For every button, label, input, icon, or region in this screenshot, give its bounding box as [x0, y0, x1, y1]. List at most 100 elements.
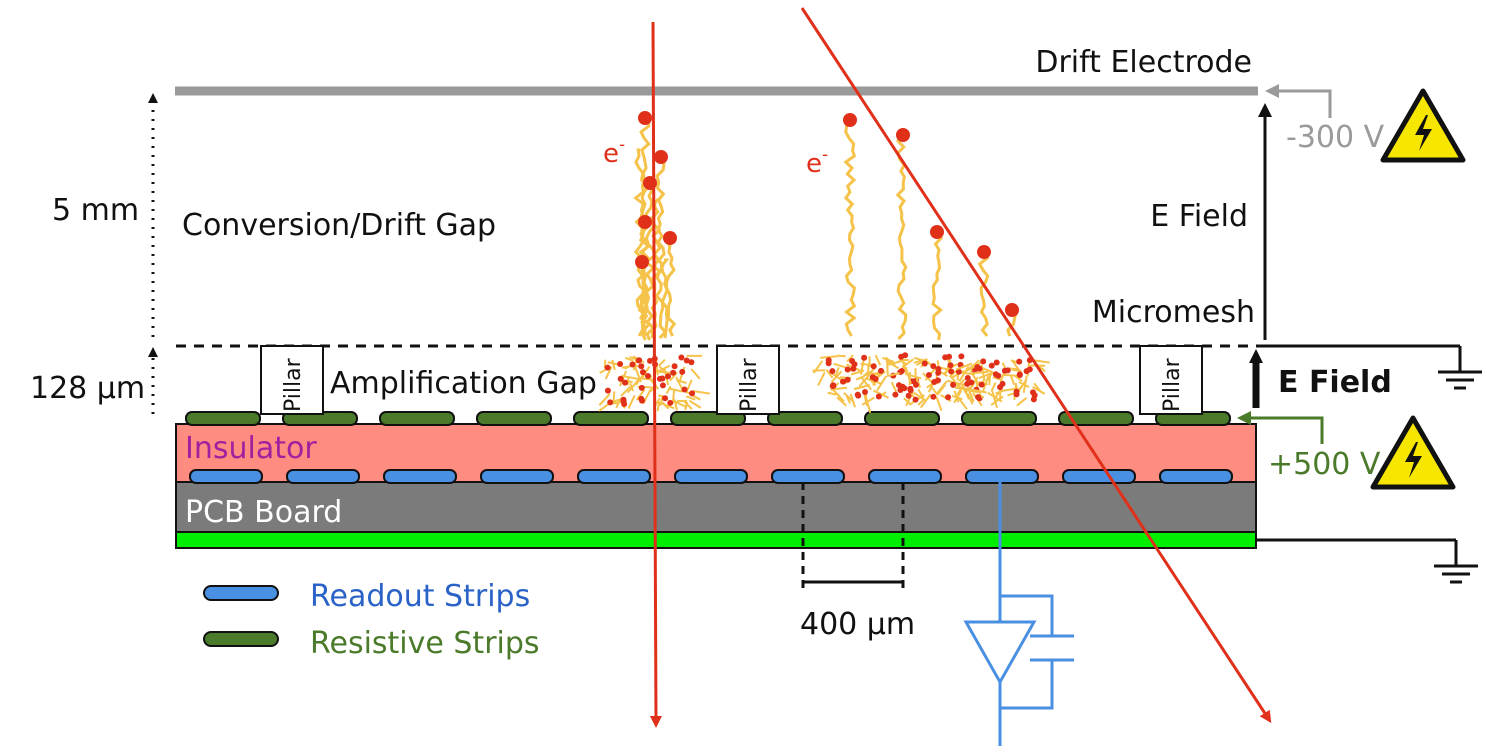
avalanche-track [873, 389, 889, 399]
avalanche-electron [638, 384, 645, 391]
drift-voltage-connector [1265, 84, 1332, 118]
avalanche-track [1018, 381, 1030, 388]
avalanche-track [935, 380, 948, 396]
e-field-amp-label: E Field [1278, 365, 1392, 400]
avalanche-electron [861, 389, 868, 396]
amplification-gap-label: Amplification Gap [330, 366, 597, 401]
readout-strip [577, 469, 651, 484]
resistive-strip [961, 411, 1037, 426]
avalanche-track [990, 395, 1004, 406]
avalanche-track [886, 371, 902, 378]
primary-electron [896, 128, 910, 142]
drift-path [931, 230, 944, 341]
mesh-voltage-label: +500 V [1268, 447, 1381, 482]
avalanche-track [913, 391, 926, 401]
micromesh-label: Micromesh [1092, 295, 1255, 330]
avalanche-electron [656, 375, 663, 382]
ground-plane-layer [175, 531, 1257, 549]
avalanche-track [1014, 374, 1023, 382]
avalanche-track [673, 399, 678, 411]
avalanche-electron [617, 360, 624, 367]
primary-electron [643, 176, 657, 190]
readout-strip [189, 469, 263, 484]
drift-electrode-label: Drift Electrode [1035, 45, 1252, 80]
avalanche-track [966, 359, 981, 372]
avalanche-track [1016, 397, 1028, 407]
readout-wire [1000, 594, 1054, 636]
avalanche-electron [620, 398, 627, 405]
readout-strip [480, 469, 554, 484]
avalanche-track [684, 401, 689, 411]
avalanche-track [860, 362, 873, 367]
avalanche-track [621, 374, 640, 381]
avalanche-track [902, 361, 907, 374]
resistive-strip [767, 411, 843, 426]
pitch-label: 400 μm [800, 607, 915, 642]
avalanche-electron [639, 369, 646, 376]
gap-128um-label: 128 μm [30, 371, 145, 406]
pillar-label: Pillar [1160, 357, 1185, 412]
readout-strip [1062, 469, 1136, 484]
conversion-gap-label: Conversion/Drift Gap [182, 208, 496, 243]
avalanche-clouds [598, 352, 1050, 414]
avalanche-electron [892, 391, 899, 398]
avalanche-electron [964, 375, 971, 382]
avalanche-electron [604, 364, 611, 371]
avalanche-track [1022, 375, 1028, 394]
readout-strip [965, 469, 1039, 484]
avalanche-electron [912, 381, 919, 388]
avalanche-track [1010, 375, 1016, 386]
avalanche-electron [854, 391, 861, 398]
avalanche-track [688, 399, 702, 409]
avalanche-track [627, 394, 636, 410]
readout-strip [868, 469, 942, 484]
readout-strip [771, 469, 845, 484]
avalanche-track [620, 386, 631, 397]
avalanche-track [817, 371, 826, 386]
avalanche-electron [1013, 388, 1020, 395]
avalanche-electron [898, 368, 905, 375]
avalanche-electron [825, 357, 832, 364]
pillar: Pillar [716, 345, 780, 415]
avalanche-electron [667, 399, 674, 406]
avalanche-electron [681, 386, 688, 393]
avalanche-electron [875, 393, 882, 400]
drift-path [843, 118, 857, 337]
avalanche-electron [935, 366, 942, 373]
drift-path [643, 182, 657, 341]
avalanche-track [683, 401, 693, 410]
preamplifier-icon [963, 620, 1037, 686]
avalanche-track [886, 359, 904, 367]
pillar: Pillar [260, 345, 324, 415]
avalanche-track [990, 382, 997, 393]
avalanche-electron [921, 360, 928, 367]
avalanche-track [668, 387, 683, 393]
avalanche-track [604, 366, 613, 380]
avalanche-electron [934, 377, 941, 384]
legend-resistive-label: Resistive Strips [310, 626, 540, 661]
avalanche-electron [678, 354, 685, 361]
avalanche-track [625, 356, 634, 362]
avalanche-track [835, 367, 840, 376]
avalanche-electron [946, 353, 953, 360]
avalanche-track [917, 398, 926, 406]
primary-electron [638, 215, 652, 229]
avalanche-track [901, 358, 914, 369]
avalanche-electron [607, 399, 614, 406]
avalanche-electron [925, 371, 932, 378]
avalanche-track [957, 397, 968, 410]
resistive-strip [864, 411, 940, 426]
primary-electron [1005, 303, 1019, 317]
avalanche-track [966, 386, 975, 403]
avalanche-track [1002, 373, 1018, 377]
legend-readout-label: Readout Strips [310, 579, 530, 614]
avalanche-electron [978, 381, 985, 388]
avalanche-track [626, 378, 640, 394]
avalanche-electron [975, 394, 982, 401]
avalanche-track [611, 359, 616, 371]
avalanche-electron [662, 395, 669, 402]
avalanche-track [958, 365, 970, 383]
avalanche-track [830, 370, 843, 383]
avalanche-track [861, 396, 876, 406]
avalanche-electron [665, 373, 672, 380]
